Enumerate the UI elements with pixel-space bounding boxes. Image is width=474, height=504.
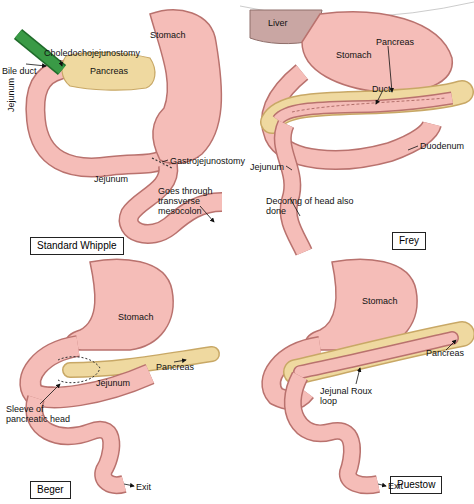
organ-label: Exit (136, 482, 151, 492)
organ-label: Pancreas (156, 362, 194, 372)
panel-caption-box: Frey (392, 232, 426, 250)
organ-label: Stomach (362, 296, 398, 306)
organ-label: Goes through transverse mesocolon (158, 186, 234, 216)
organ-label: Exit (388, 481, 403, 491)
organ-label: Stomach (150, 30, 186, 40)
panel-caption-box: Beger (30, 481, 71, 499)
puestow-panel (271, 259, 462, 486)
beger-panel (30, 259, 212, 486)
frey-panel (240, 2, 474, 252)
organ-label: Pancreas (426, 348, 464, 358)
organ-label: Jejunum (6, 78, 16, 112)
organ-label: Liver (268, 18, 288, 28)
organ-label: Stomach (336, 50, 372, 60)
organ-label: Stomach (118, 312, 154, 322)
panel-caption: Beger (37, 484, 64, 496)
panel-caption: Standard Whipple (37, 240, 117, 252)
organ-label: Bile duct (2, 66, 37, 76)
organ-label: Duodenum (420, 141, 464, 151)
organ-label: Sleeve of pancreatic head (6, 404, 78, 424)
organ-label: Duct (372, 84, 391, 94)
organ-label: Jejunum (94, 174, 128, 184)
organ-label: Pancreas (90, 66, 128, 76)
organ-label: Decoring of head also done (266, 196, 356, 216)
organ-label: Jejunum (250, 162, 284, 172)
panel-caption: Frey (399, 235, 419, 247)
organ-label: Jejunal Roux loop (320, 386, 380, 406)
panel-caption-box: Standard Whipple (30, 237, 124, 255)
organ-label: Jejunum (96, 378, 130, 388)
organ-label: Pancreas (376, 37, 414, 47)
organ-label: Gastrojejunostomy (170, 156, 245, 166)
organ-label: Choledochojejunostomy (44, 48, 140, 58)
